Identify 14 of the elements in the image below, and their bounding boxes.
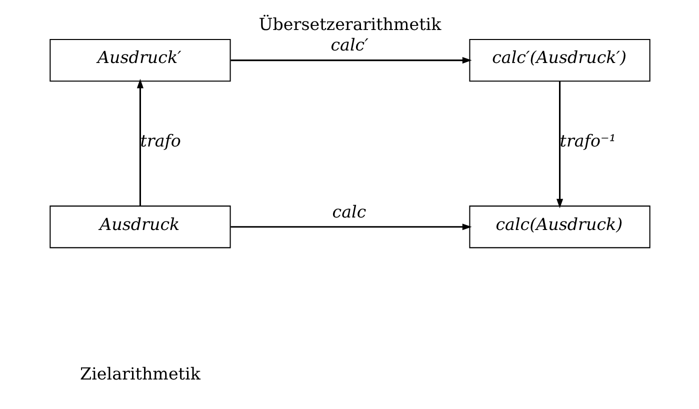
- node-box: Ausdruck: [49, 206, 230, 248]
- node-box: Ausdruck′: [49, 38, 230, 82]
- node-box: calc(Ausdruck): [468, 206, 650, 248]
- arrow: [556, 81, 563, 208]
- edge-label: trafo: [140, 132, 180, 151]
- arrow: [136, 78, 143, 206]
- label: Zielarithmetik: [80, 364, 200, 384]
- edge-label: calc′: [330, 36, 368, 55]
- node-box: calc′(Ausdruck′): [468, 38, 650, 82]
- arrow: [230, 224, 472, 230]
- edge-label: calc: [332, 202, 366, 222]
- arrow: [230, 57, 472, 64]
- diagram-title: Übersetzerarithmetik: [258, 14, 441, 34]
- edge-label: trafo⁻¹: [559, 132, 616, 151]
